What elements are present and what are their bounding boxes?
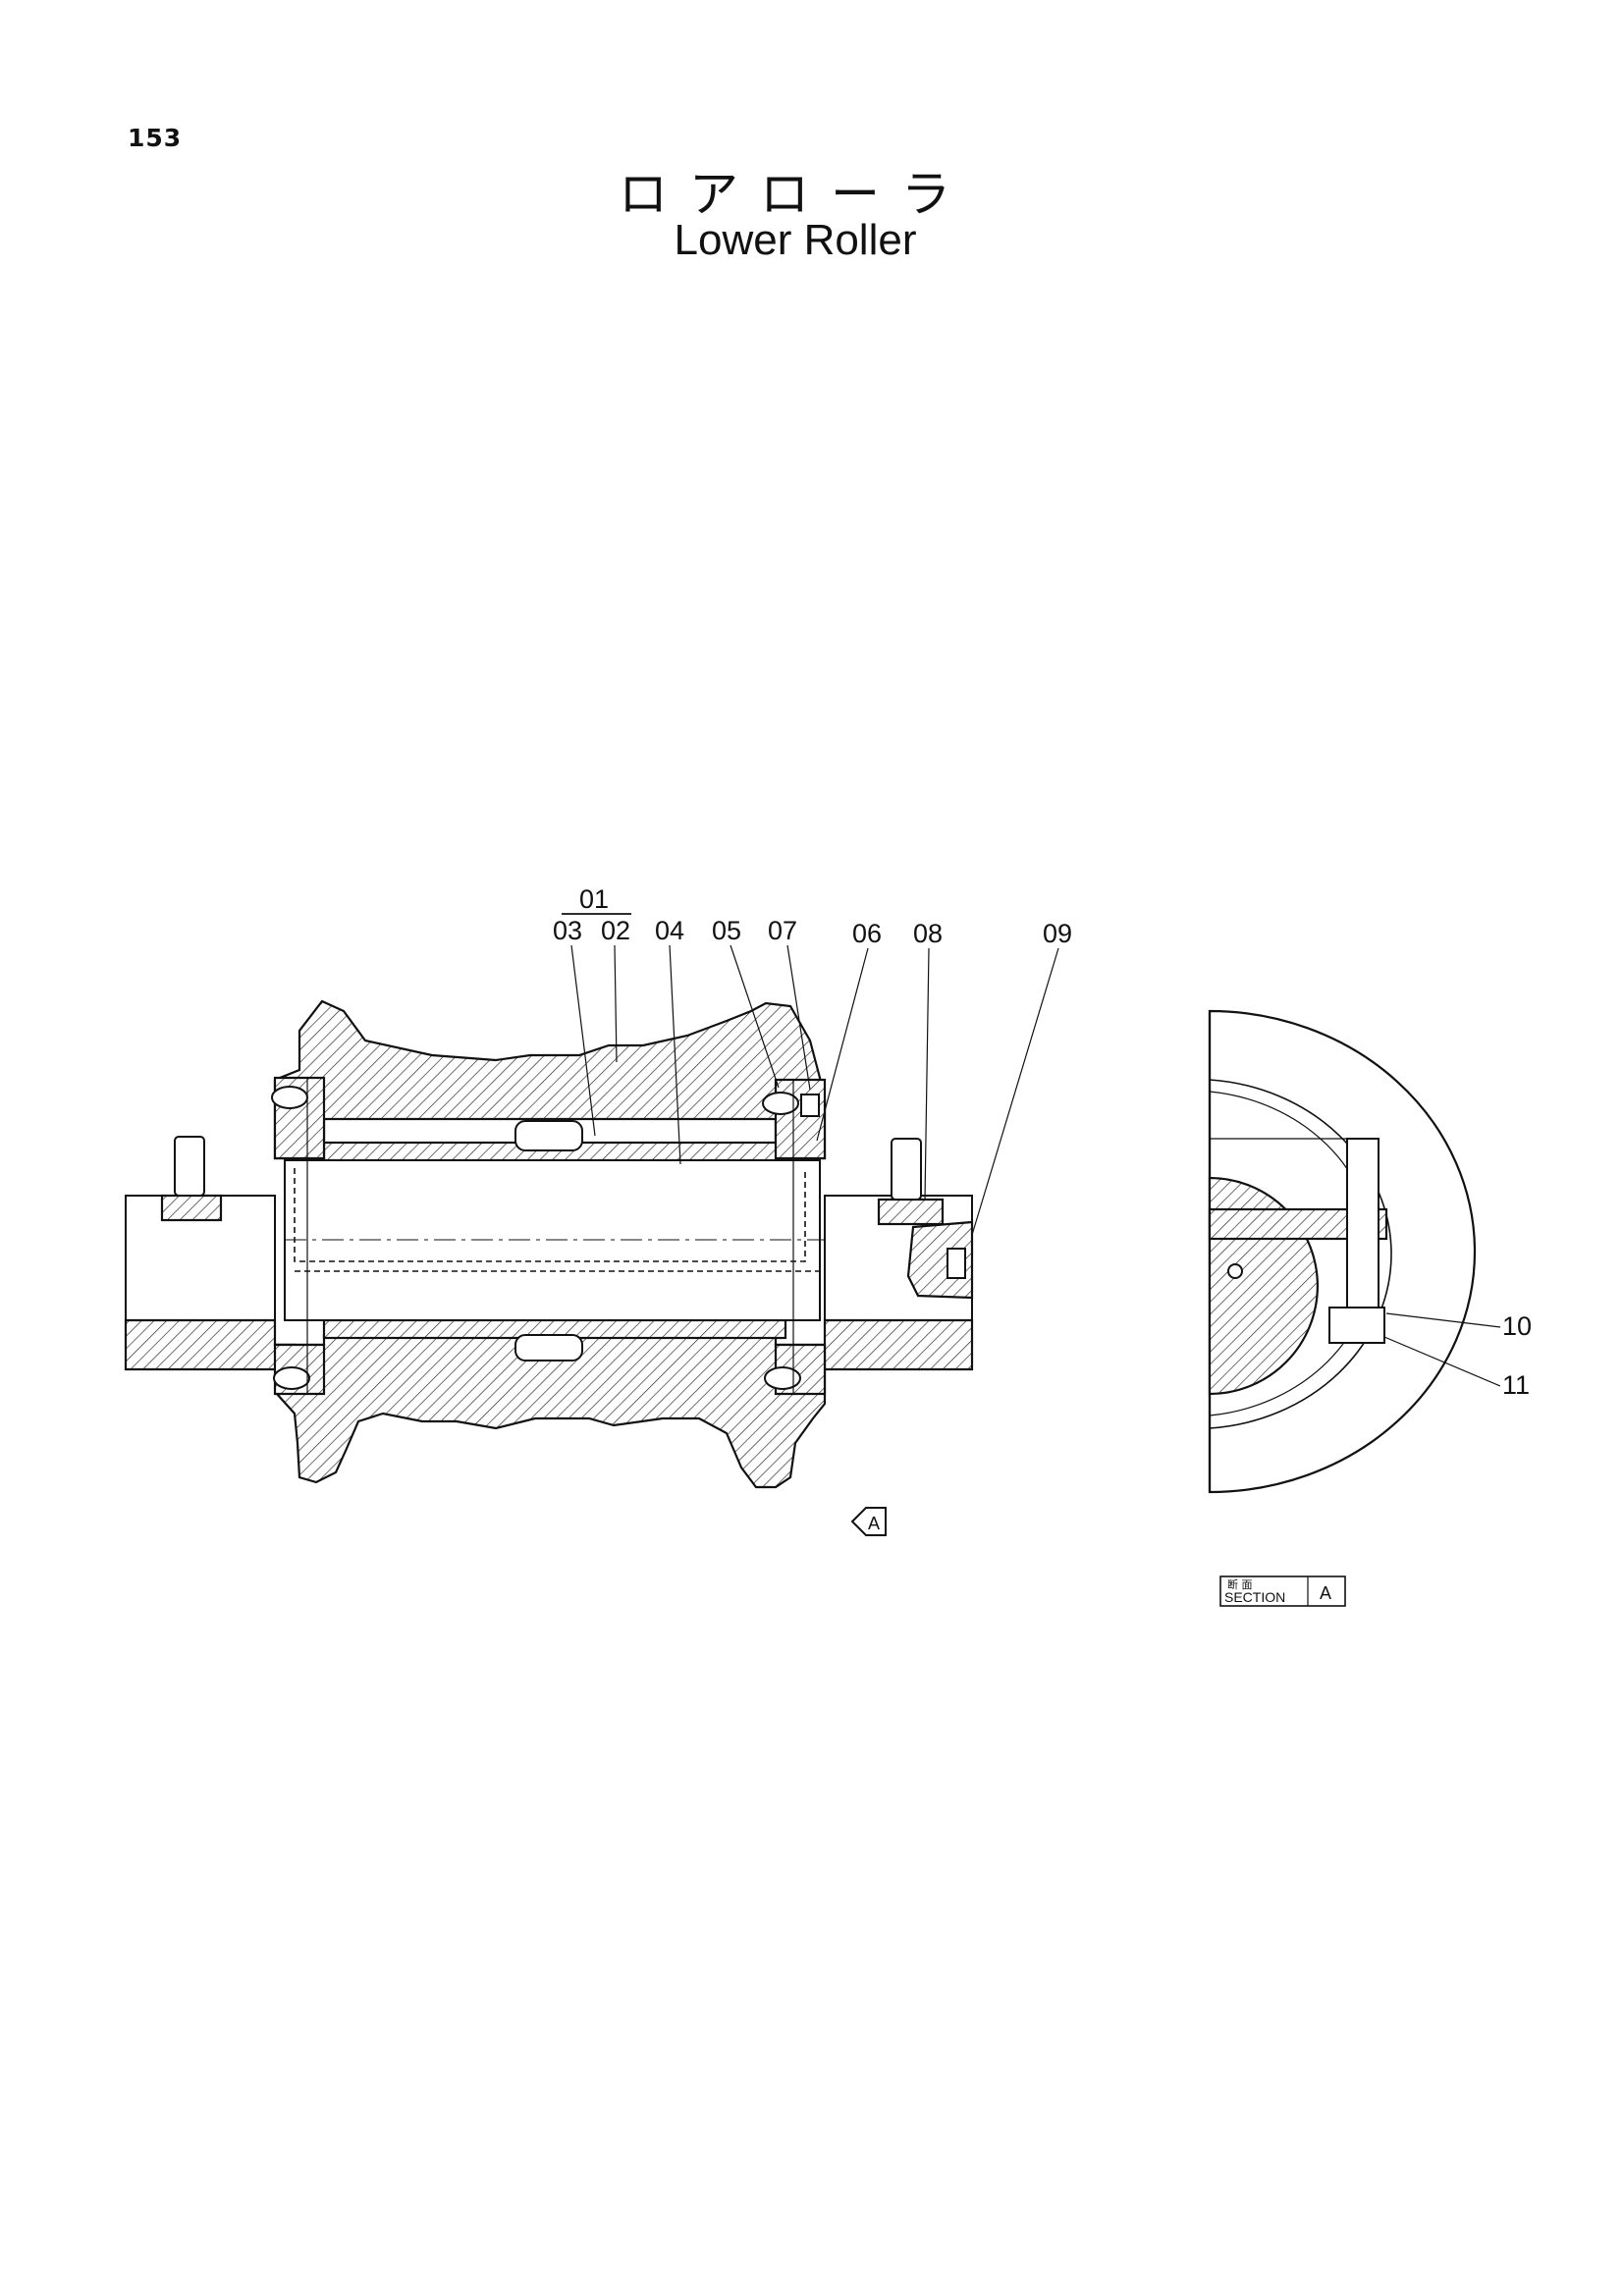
roller-body-upper — [273, 999, 827, 1160]
section-tag: 断 面 SECTION A — [1219, 1575, 1346, 1607]
section-hole — [1227, 1263, 1243, 1279]
floating-seal-left-lower — [273, 1366, 310, 1390]
center-groove-lower — [514, 1334, 583, 1362]
shaft-oil-passage — [294, 1168, 903, 1272]
right-mount-plate — [877, 1198, 945, 1226]
label-08: 08 — [913, 919, 943, 948]
leader-05 — [730, 944, 780, 1089]
page-number: 153 — [128, 124, 183, 152]
label-03: 03 — [553, 916, 582, 945]
floating-seal-right-lower — [764, 1366, 801, 1390]
label-assembly: 01 — [579, 884, 609, 914]
leader-09 — [971, 947, 1059, 1236]
seal-right-upper — [774, 1078, 827, 1160]
label-09: 09 — [1043, 919, 1072, 948]
label-11: 11 — [1502, 1370, 1530, 1400]
left-mount-plate — [160, 1194, 223, 1222]
left-housing-lower — [124, 1318, 297, 1371]
title-japanese: ロアローラ — [619, 166, 972, 223]
section-bolt — [1346, 1138, 1380, 1321]
label-06: 06 — [852, 919, 882, 948]
leader-03 — [570, 944, 596, 1137]
section-a-view: 10 11 — [1208, 1009, 1532, 1494]
leader-10 — [1385, 1312, 1501, 1328]
label-05: 05 — [712, 916, 741, 945]
label-02: 02 — [601, 916, 630, 945]
section-arrow-letter: A — [868, 1514, 880, 1533]
roller-cross-section — [124, 999, 974, 1489]
callout-labels: 01 03 02 04 05 07 06 08 09 — [553, 884, 1072, 1236]
label-10: 10 — [1502, 1311, 1532, 1341]
title-english: Lower Roller — [674, 216, 917, 264]
leader-08 — [924, 947, 930, 1201]
center-groove-upper — [514, 1120, 583, 1151]
plug — [947, 1248, 966, 1279]
section-arrow-marker: A — [850, 1507, 887, 1536]
right-housing-lower — [823, 1318, 974, 1371]
section-nut — [1328, 1307, 1385, 1344]
floating-seal-right-upper — [762, 1092, 799, 1115]
section-tag-letter: A — [1320, 1583, 1331, 1603]
section-tag-en: SECTION — [1224, 1589, 1285, 1605]
section-inner-rim — [1209, 1079, 1392, 1429]
left-pin — [174, 1136, 205, 1197]
label-07: 07 — [768, 916, 797, 945]
leader-11 — [1383, 1336, 1501, 1387]
right-pin — [891, 1138, 922, 1201]
section-tag-ja: 断 面 — [1227, 1577, 1253, 1591]
leader-07 — [786, 944, 811, 1091]
leader-06 — [816, 947, 869, 1142]
label-04: 04 — [655, 916, 684, 945]
o-ring-right — [800, 1094, 820, 1117]
leader-04 — [669, 944, 681, 1165]
floating-seal-left-upper — [271, 1086, 308, 1109]
leader-02 — [614, 944, 618, 1063]
